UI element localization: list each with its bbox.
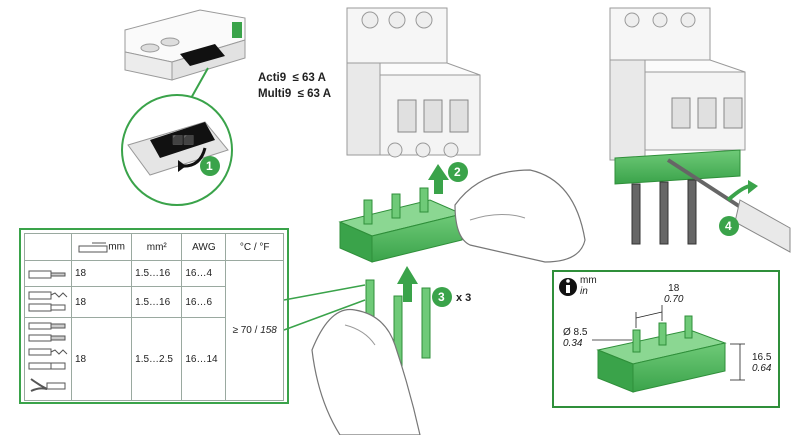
diameter-in: 0.34 xyxy=(563,338,583,349)
row-strip: 18 xyxy=(70,286,133,318)
row-area: 1.5…16 xyxy=(131,260,183,287)
header-awg: AWG xyxy=(181,233,227,261)
compat-rating: ≤ 63 A xyxy=(297,88,331,100)
step-1-badge xyxy=(200,156,220,176)
compat-multi9: Multi9 ≤ 63 A xyxy=(258,86,331,102)
device-top-view xyxy=(124,9,246,101)
compat-product: Multi9 xyxy=(258,88,292,100)
wire-rigid-cell xyxy=(24,260,72,287)
compatibility-list: Acti9 ≤ 63 A Multi9 ≤ 63 A xyxy=(258,70,331,102)
dimensions-panel xyxy=(552,270,780,408)
step-3-multiplier: x 3 xyxy=(456,292,471,304)
magnifier-detail: ⬛⬛ xyxy=(121,94,233,206)
diameter-dimension: Ø 8.5 0.34 xyxy=(563,327,587,349)
strip-length-icon xyxy=(78,242,108,253)
screwdriver xyxy=(666,158,791,253)
compat-rating: ≤ 63 A xyxy=(292,72,326,84)
step-4-number: 4 xyxy=(725,219,732,233)
wire-stranded-cell xyxy=(24,286,72,318)
table-row: 18 1.5…16 16…4 ≥ 70 / 158 xyxy=(24,260,284,401)
step-1-number: 1 xyxy=(206,159,213,173)
svg-text:⬛⬛: ⬛⬛ xyxy=(172,134,194,145)
installed-breaker xyxy=(609,7,746,245)
arrow-up-3 xyxy=(397,266,452,307)
row-awg: 16…6 xyxy=(181,286,227,318)
header-area: mm² xyxy=(131,233,183,261)
circuit-breaker xyxy=(346,7,481,158)
rigid-wire-icon xyxy=(28,270,66,278)
compat-product: Acti9 xyxy=(258,72,287,84)
header-strip: mm xyxy=(70,233,133,261)
table-row: 18 1.5…2.5 16…14 xyxy=(24,317,284,401)
pitch-dimension: 18 0.70 xyxy=(664,283,683,305)
row-awg: 16…4 xyxy=(181,260,227,287)
wire-ferrule-cell xyxy=(24,317,72,401)
compat-acti9: Acti9 ≤ 63 A xyxy=(258,70,331,86)
header-temp: °C / °F xyxy=(225,233,284,261)
sensor-module xyxy=(338,187,464,263)
step-2-number: 2 xyxy=(454,165,461,179)
ferrule-wire-icon xyxy=(28,322,68,392)
temperature-fahrenheit: 158 xyxy=(260,325,277,336)
unit-mm: mm xyxy=(580,275,597,286)
row-strip: 18 xyxy=(70,260,133,287)
row-area: 1.5…2.5 xyxy=(131,317,183,401)
height-mm: 16.5 xyxy=(752,352,772,363)
info-icon xyxy=(559,278,577,296)
arrow-up-2 xyxy=(428,162,468,194)
stranded-wire-icon xyxy=(28,291,68,312)
pitch-mm: 18 xyxy=(668,283,680,294)
height-dimension: 16.5 0.64 xyxy=(752,352,771,374)
row-area: 1.5…16 xyxy=(131,286,183,318)
table-header-row: mm mm² AWG °C / °F xyxy=(24,233,284,261)
hand-right xyxy=(454,169,586,263)
pitch-in: 0.70 xyxy=(664,294,684,305)
wires-hand xyxy=(311,279,431,435)
unit-in: in xyxy=(580,286,588,297)
dimension-sensor-drawing xyxy=(592,305,745,393)
step-3-number: 3 xyxy=(438,290,445,304)
wire-spec-table: mm mm² AWG °C / °F 18 1.5…16 16…4 ≥ 70 /… xyxy=(24,233,284,401)
unit-legend: mm in xyxy=(580,275,597,297)
header-empty-cell xyxy=(24,233,72,261)
height-in: 0.64 xyxy=(752,363,772,374)
header-strip-unit: mm xyxy=(108,241,125,253)
temperature-cell: ≥ 70 / 158 xyxy=(225,260,284,401)
row-strip: 18 xyxy=(70,317,133,401)
row-awg: 16…14 xyxy=(181,317,227,401)
temperature-celsius: ≥ 70 xyxy=(232,325,252,336)
diameter-mm: Ø 8.5 xyxy=(563,327,588,338)
table-connector xyxy=(19,228,366,404)
